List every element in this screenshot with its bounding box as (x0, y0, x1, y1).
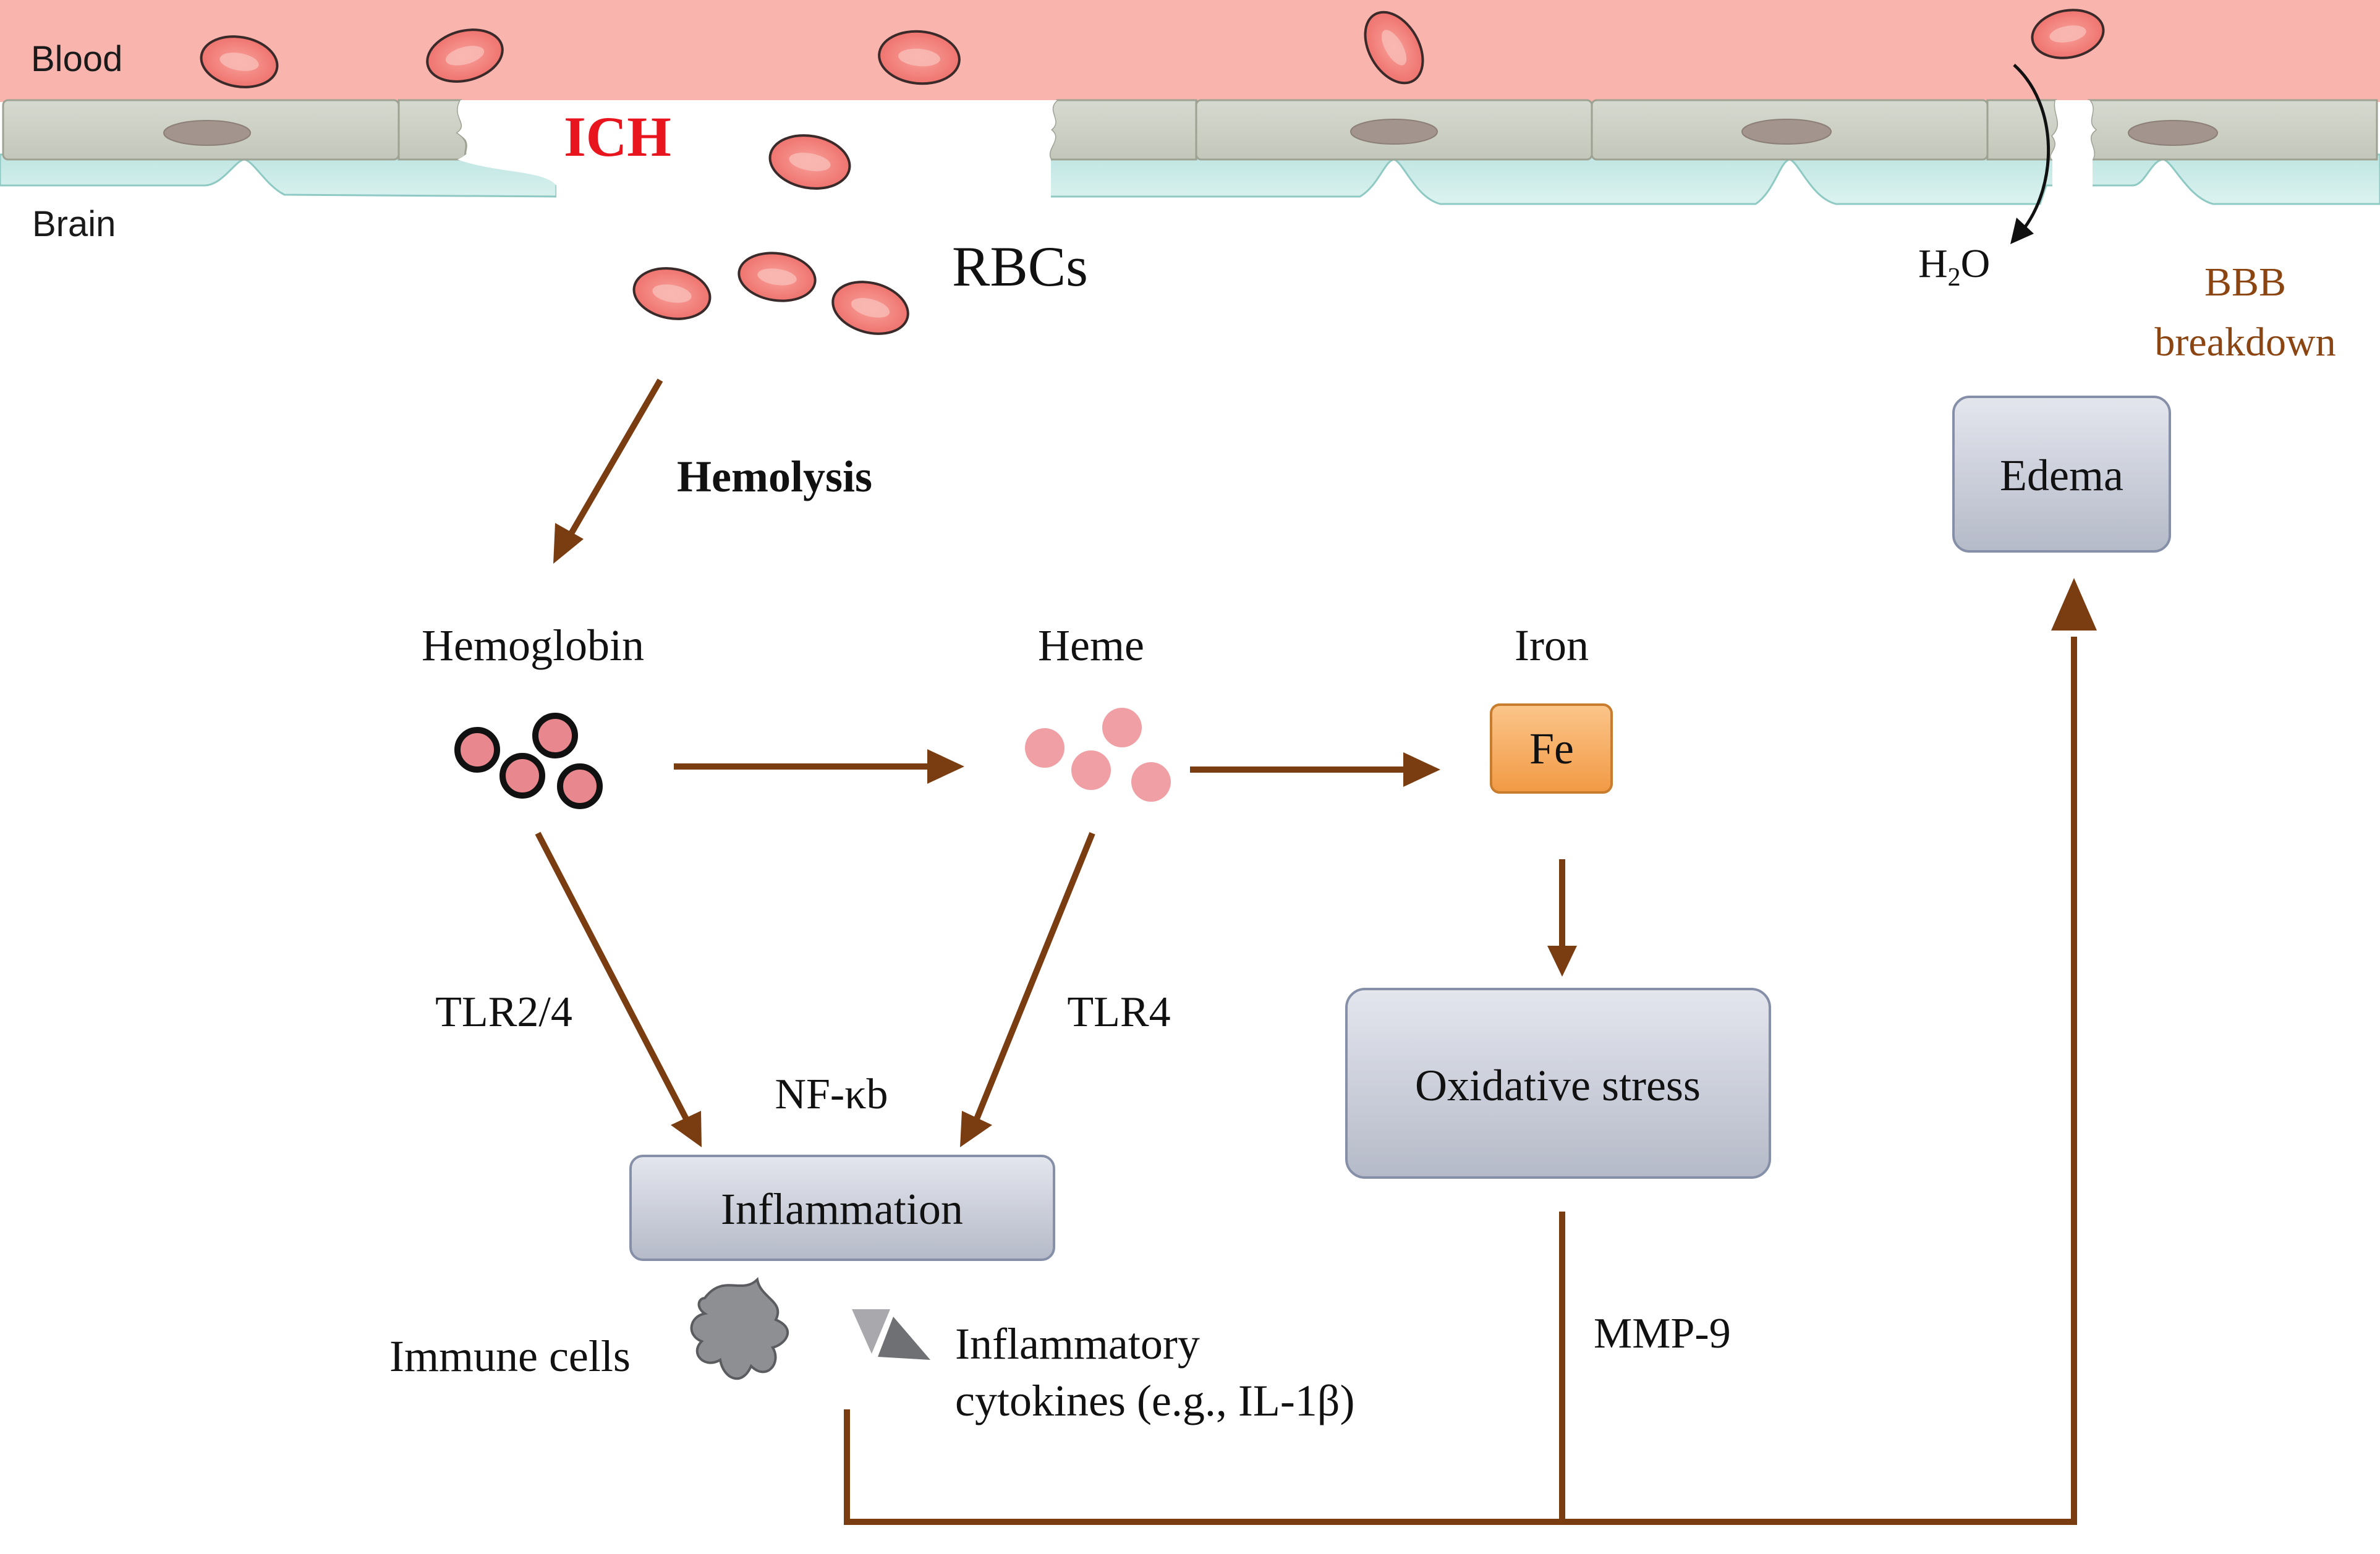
oxidative-stress-label: Oxidative stress (1415, 1061, 1701, 1110)
tlr24-label: TLR2/4 (435, 988, 572, 1036)
bbb-label-line2: breakdown (2154, 320, 2335, 365)
edema-label: Edema (2000, 451, 2123, 500)
blood-label: Blood (31, 39, 122, 79)
inflammation-label: Inflammation (721, 1184, 963, 1234)
hemoglobin-label: Hemoglobin (422, 621, 644, 670)
cytokine-icon (852, 1309, 930, 1360)
arrow-hemoglobin-to-inflammation (535, 831, 689, 1121)
edema-box (1952, 396, 2171, 553)
mmp9-label: MMP-9 (1594, 1310, 1731, 1357)
cytokines-label-line2: cytokines (e.g., IL-1β) (955, 1376, 1354, 1425)
water-leak-arrow (2013, 64, 2050, 233)
arrow-rbcs-to-hemoglobin (566, 378, 663, 540)
arrow-heme-to-inflammation (974, 832, 1095, 1120)
brain-label: Brain (32, 204, 116, 244)
ich-tear (457, 100, 1057, 204)
water-label: H2O (1918, 241, 1990, 292)
hemolysis-label: Hemolysis (677, 452, 872, 501)
extravasated-rbcs (632, 252, 909, 335)
nfkb-label: NF-κb (775, 1071, 888, 1118)
endothelial-layer (2, 99, 2378, 161)
immune-cell-icon (690, 1276, 789, 1380)
bbb-gap (2051, 100, 2096, 204)
hemoglobin-icon (454, 713, 603, 809)
bbb-label-line1: BBB (2204, 260, 2286, 305)
heme-icon (1025, 708, 1171, 802)
iron-label: Iron (1515, 621, 1589, 670)
blood-rbcs (200, 9, 2105, 190)
cytokines-label-line1: Inflammatory (955, 1319, 1200, 1369)
rbcs-label: RBCs (952, 235, 1088, 298)
oxidative-stress-box (1345, 988, 1771, 1179)
pathway-arrows (535, 378, 2077, 1525)
endothelial-nuclei (163, 119, 2218, 146)
tlr4-label: TLR4 (1067, 988, 1170, 1036)
ich-label: ICH (564, 105, 671, 168)
blood-band (0, 0, 2380, 102)
heme-label: Heme (1038, 621, 1144, 670)
blood-vessel: Blood Brain ICH H2O BBB breakdown (0, 0, 2380, 365)
water-leak-arrowhead (2010, 218, 2034, 244)
feedback-line (844, 637, 2077, 1525)
fe-label: Fe (1529, 724, 1574, 773)
arrowheads (553, 523, 2097, 1147)
fe-box (1490, 703, 1613, 794)
inflammation-box (629, 1155, 1055, 1261)
brain-tissue (0, 153, 2380, 205)
immune-cells-label: Immune cells (389, 1331, 631, 1381)
